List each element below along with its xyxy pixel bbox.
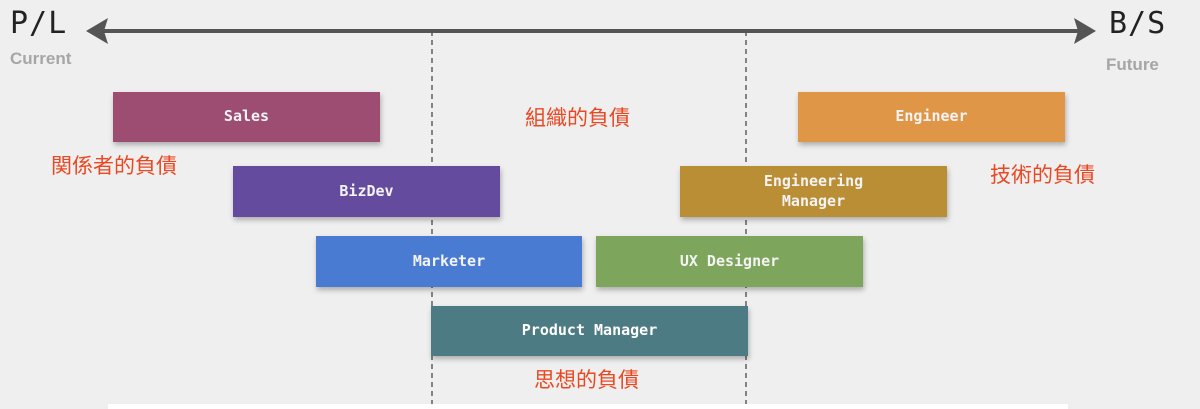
axis-right-sublabel: Future <box>1106 55 1159 74</box>
axis-arrowhead-left <box>86 18 108 44</box>
role-box-sales: Sales <box>113 92 380 142</box>
role-box-engineering-manager: Engineering Manager <box>680 166 947 217</box>
debt-label-technical: 技術的負債 <box>990 163 1095 187</box>
role-box-marketer: Marketer <box>316 236 582 287</box>
bottom-strip <box>108 404 1068 409</box>
role-box-ux-designer: UX Designer <box>596 236 863 287</box>
debt-label-relationship: 関係者的負債 <box>51 154 177 178</box>
axis-arrowhead-right <box>1074 18 1096 44</box>
axis-right-label: B/S <box>1109 6 1167 41</box>
axis-left-sublabel: Current <box>10 49 72 68</box>
debt-label-organizational: 組織的負債 <box>525 106 630 130</box>
role-box-engineer: Engineer <box>798 92 1065 142</box>
role-box-bizdev: BizDev <box>233 166 500 217</box>
debt-label-ideological: 思想的負債 <box>534 368 639 392</box>
role-box-product-manager: Product Manager <box>431 306 748 356</box>
axis-left-label: P/L <box>10 6 68 41</box>
